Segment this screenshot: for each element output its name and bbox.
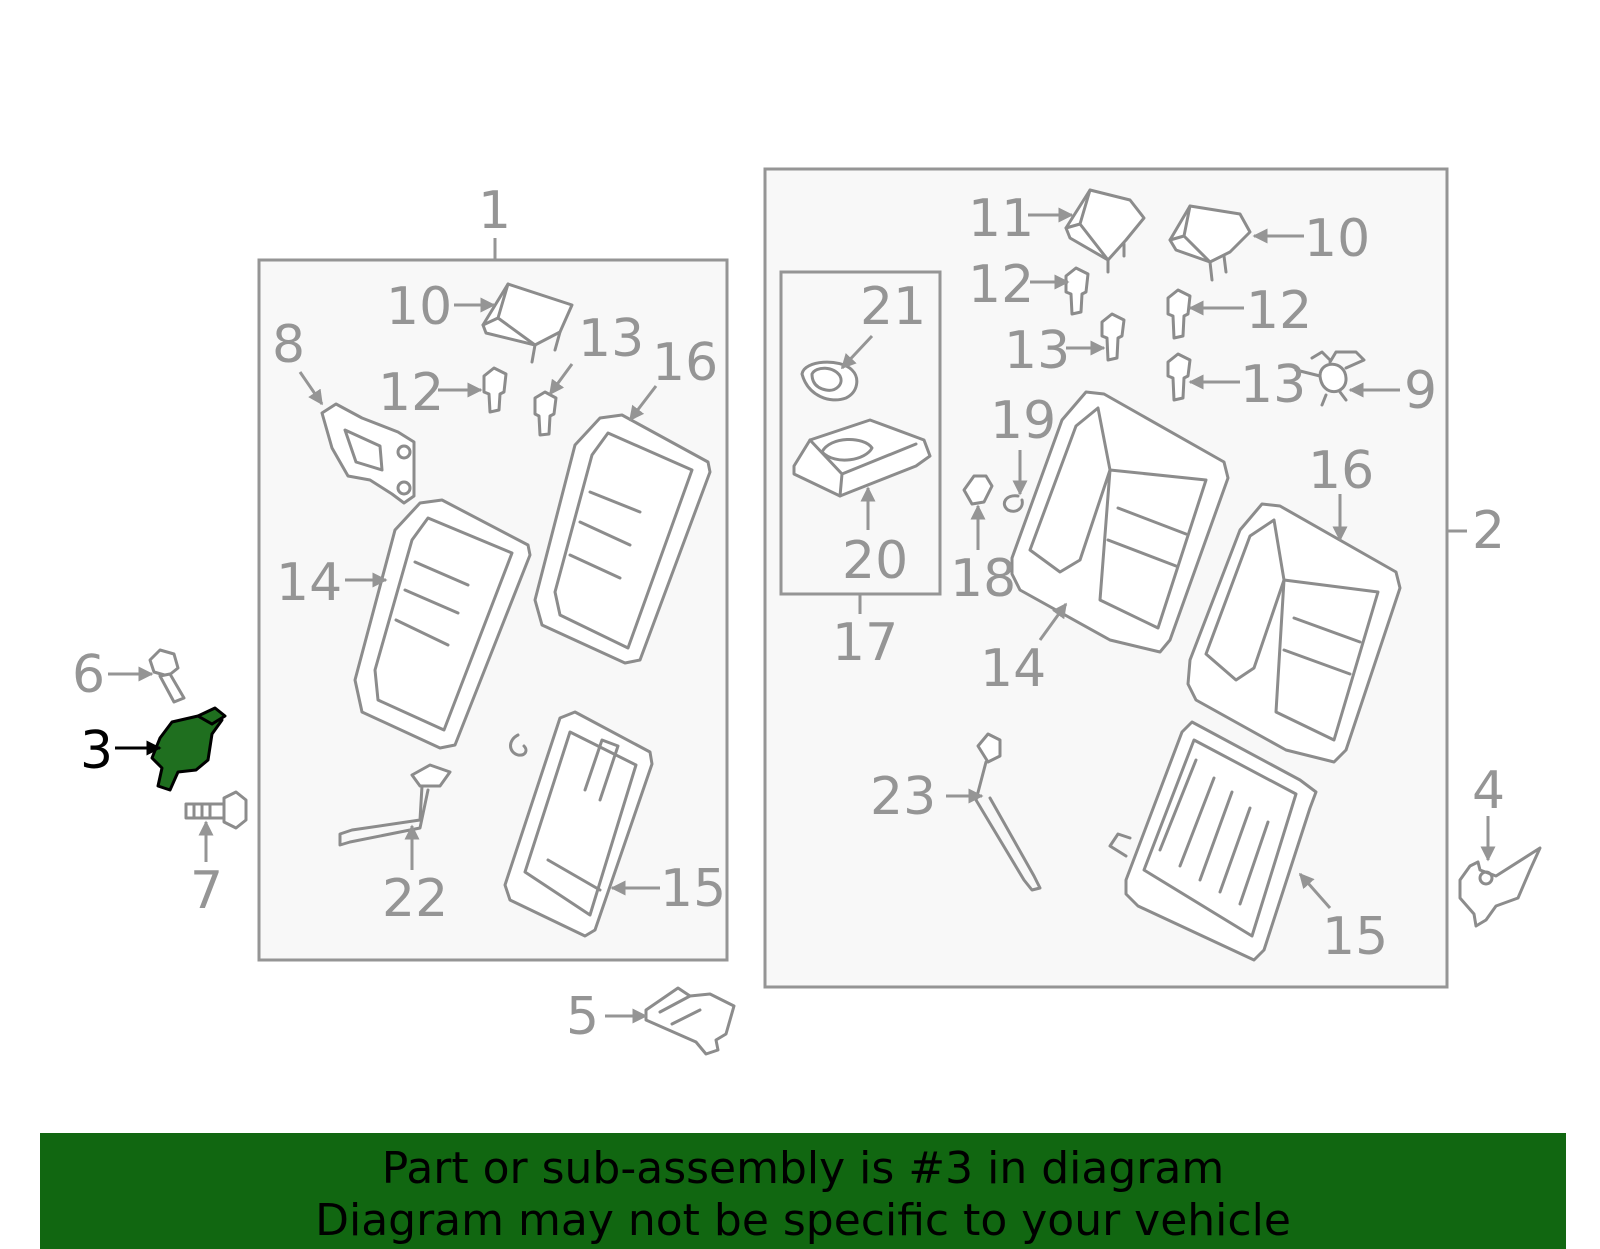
bolt-6 bbox=[148, 648, 186, 704]
guide-lock-right-13b bbox=[1166, 352, 1192, 402]
callout-13-right-b: 13 bbox=[1240, 355, 1306, 415]
callout-7: 7 bbox=[190, 861, 223, 921]
bracket-4 bbox=[1458, 846, 1542, 928]
banner-line-2: Diagram may not be specific to your vehi… bbox=[315, 1195, 1291, 1246]
strap-clip-9 bbox=[1294, 350, 1366, 407]
callout-8: 8 bbox=[272, 315, 305, 375]
callout-12-left: 12 bbox=[378, 363, 444, 423]
callout-17: 17 bbox=[832, 613, 898, 673]
callout-13-right-a: 13 bbox=[1004, 321, 1070, 381]
callout-22: 22 bbox=[382, 869, 448, 929]
wire-harness-left bbox=[338, 763, 452, 847]
callout-13-left: 13 bbox=[578, 309, 644, 369]
callout-21: 21 bbox=[860, 277, 926, 337]
guide-right-12b bbox=[1166, 288, 1192, 340]
callout-14-right: 14 bbox=[980, 639, 1046, 699]
hook-19 bbox=[1002, 494, 1024, 513]
clip-18 bbox=[962, 474, 994, 506]
seat-back-cushion-right bbox=[1186, 502, 1402, 764]
guide-lock-right-13a bbox=[1100, 312, 1126, 362]
callout-1: 1 bbox=[478, 181, 511, 241]
callout-10-left: 10 bbox=[386, 277, 452, 337]
callout-14-left: 14 bbox=[276, 553, 342, 613]
callout-20: 20 bbox=[842, 531, 908, 591]
callout-15-left: 15 bbox=[660, 859, 726, 919]
guide-left bbox=[482, 366, 508, 414]
cup-holder-21 bbox=[800, 360, 859, 402]
seat-back-cushion-left bbox=[533, 413, 712, 665]
headrest-right-11 bbox=[1064, 188, 1146, 274]
seat-back-frame-right bbox=[1108, 720, 1318, 962]
headrest-left bbox=[481, 282, 574, 364]
banner-line-1: Part or sub-assembly is #3 in diagram bbox=[381, 1143, 1225, 1194]
callout-12-right-a: 12 bbox=[968, 255, 1034, 315]
callout-10-right: 10 bbox=[1304, 209, 1370, 269]
callout-4: 4 bbox=[1472, 761, 1505, 821]
callout-6: 6 bbox=[72, 645, 105, 705]
headrest-right-10 bbox=[1168, 204, 1252, 282]
clip-left bbox=[509, 733, 528, 757]
guide-right-12a bbox=[1064, 266, 1090, 316]
highlighted-part-3 bbox=[150, 706, 227, 792]
callout-12-right-b: 12 bbox=[1246, 281, 1312, 341]
callout-3: 3 bbox=[80, 721, 113, 781]
bolt-7 bbox=[184, 790, 248, 830]
callout-2: 2 bbox=[1472, 501, 1505, 561]
callout-16-left: 16 bbox=[652, 333, 718, 393]
callout-9: 9 bbox=[1404, 361, 1437, 421]
seat-back-left bbox=[353, 498, 532, 750]
trim-bracket-5 bbox=[644, 986, 736, 1056]
seat-back-frame-left bbox=[503, 710, 654, 938]
callout-16-right: 16 bbox=[1308, 441, 1374, 501]
callout-23: 23 bbox=[870, 767, 936, 827]
notice-banner: Part or sub-assembly is #3 in diagram Di… bbox=[40, 1133, 1566, 1249]
callout-18: 18 bbox=[950, 549, 1016, 609]
callout-19: 19 bbox=[990, 391, 1056, 451]
hinge-bracket bbox=[320, 402, 416, 505]
callout-15-right: 15 bbox=[1322, 907, 1388, 967]
seat-back-right bbox=[1010, 390, 1230, 654]
armrest-20 bbox=[792, 418, 932, 498]
callout-11: 11 bbox=[968, 189, 1034, 249]
callout-5: 5 bbox=[566, 987, 599, 1047]
